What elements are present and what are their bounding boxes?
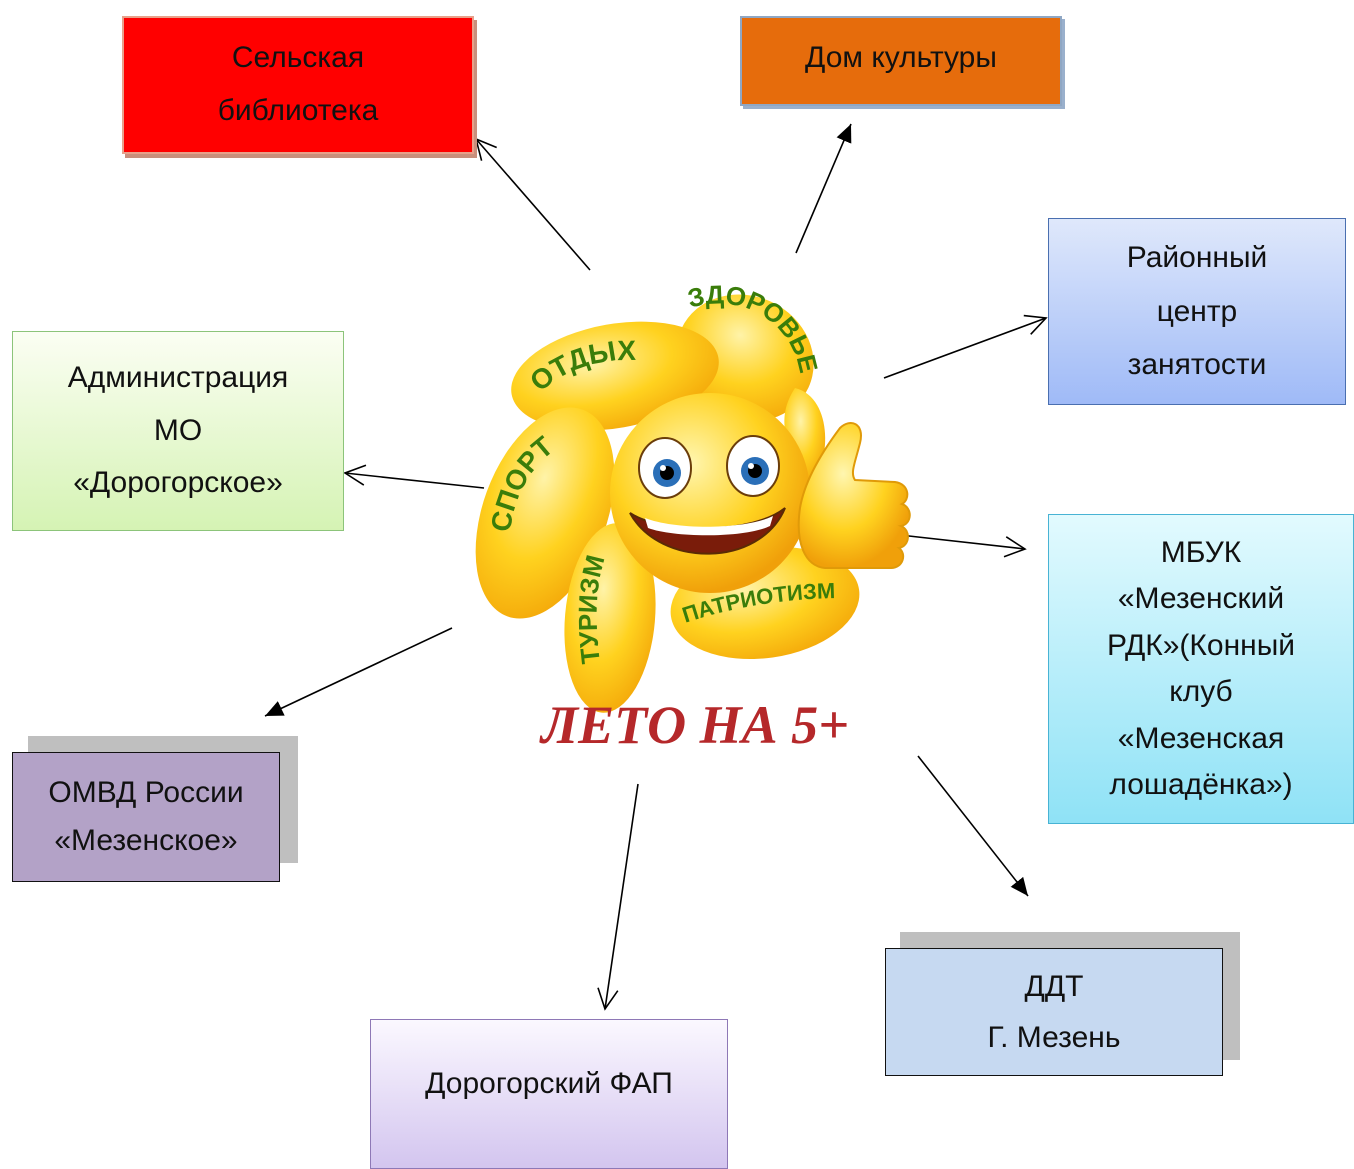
fap-label: Дорогорский ФАП: [425, 1067, 673, 1100]
summer-logo: ЗДОРОВЬЕ ОТДЫХ СПОРТ ТУРИЗМ ПАТРИОТИЗМ Л…: [475, 279, 911, 755]
arrow-to-employment: [883, 314, 1048, 379]
arrow-to-fap: [597, 783, 639, 1011]
arrow-to-omvd: [264, 627, 453, 717]
rural-library-label: Сельская библиотека: [217, 41, 379, 127]
administration-label: Администрация МО «Дорогорское»: [67, 361, 289, 500]
ddt-label: ДДТ Г. Мезень: [987, 970, 1121, 1054]
arrow-to-admin: [343, 464, 485, 489]
rural-library-box: Сельская библиотека: [122, 16, 474, 154]
logo-slogan: ЛЕТО НА 5+: [539, 695, 849, 755]
omvd-label: ОМВД России «Мезенское»: [48, 776, 244, 857]
arrow-to-ddt: [917, 755, 1029, 897]
fap-box: Дорогорский ФАП: [370, 1019, 728, 1169]
mbuk-label: МБУК «Мезенский РДК»(Конный клуб «Мезенс…: [1106, 535, 1296, 802]
thumbs-up-hand: [797, 422, 911, 569]
arrow-to-mbuk: [899, 534, 1027, 558]
omvd-box: ОМВД России «Мезенское»: [12, 752, 280, 882]
employment-center-box: Районный центр занятости: [1048, 218, 1346, 405]
culture-house-label: Дом культуры: [805, 41, 997, 74]
culture-house-box: Дом культуры: [740, 16, 1062, 106]
smiley-face: [610, 393, 810, 593]
employment-center-label: Районный центр занятости: [1126, 241, 1268, 382]
mbuk-box: МБУК «Мезенский РДК»(Конный клуб «Мезенс…: [1048, 514, 1354, 824]
administration-box: Администрация МО «Дорогорское»: [12, 331, 344, 531]
arrow-to-library: [474, 137, 591, 271]
ddt-box: ДДТ Г. Мезень: [885, 948, 1223, 1076]
arrow-to-culture: [795, 123, 852, 254]
